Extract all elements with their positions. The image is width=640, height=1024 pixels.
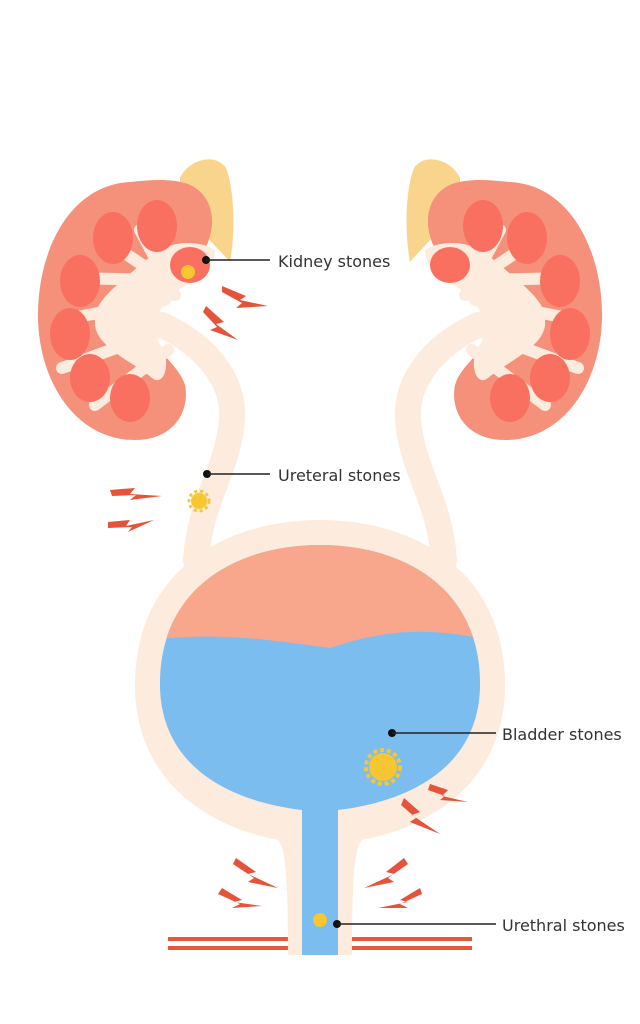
pain-bolt-icon [222,286,268,308]
kidney-stones-label: Kidney stones [278,252,390,271]
right-kidney [425,180,602,440]
pain-bolt-icon [110,488,162,500]
bladder-stone-icon [364,748,402,786]
left-kidney [38,180,215,440]
ureteral-stone-icon [187,489,211,513]
ureteral-stones-label: Ureteral stones [278,466,401,485]
pain-bolt-icon [378,888,422,908]
pain-bolt-icon [364,858,408,888]
urethral-stones-label: Urethral stones [502,916,625,935]
pelvic-floor-lines [168,937,472,950]
label-bladder-stones: Bladder stones [388,725,622,744]
kidney-stone-icon [181,265,195,279]
bladder [135,520,505,955]
label-urethral-stones: Urethral stones [333,916,625,935]
pain-bolt-icon [233,858,278,888]
pain-bolt-icon [401,798,440,834]
urethral-stone-icon [313,913,327,927]
label-kidney-stones: Kidney stones [202,252,390,271]
pain-bolt-icon [218,888,262,908]
pain-bolt-icon [428,784,468,802]
stones [181,265,402,927]
pain-bolts [108,286,468,908]
pain-bolt-icon [108,520,154,532]
label-ureteral-stones: Ureteral stones [203,466,401,485]
ureters [149,312,491,573]
bladder-stones-label: Bladder stones [502,725,622,744]
pain-bolt-icon [203,306,238,340]
